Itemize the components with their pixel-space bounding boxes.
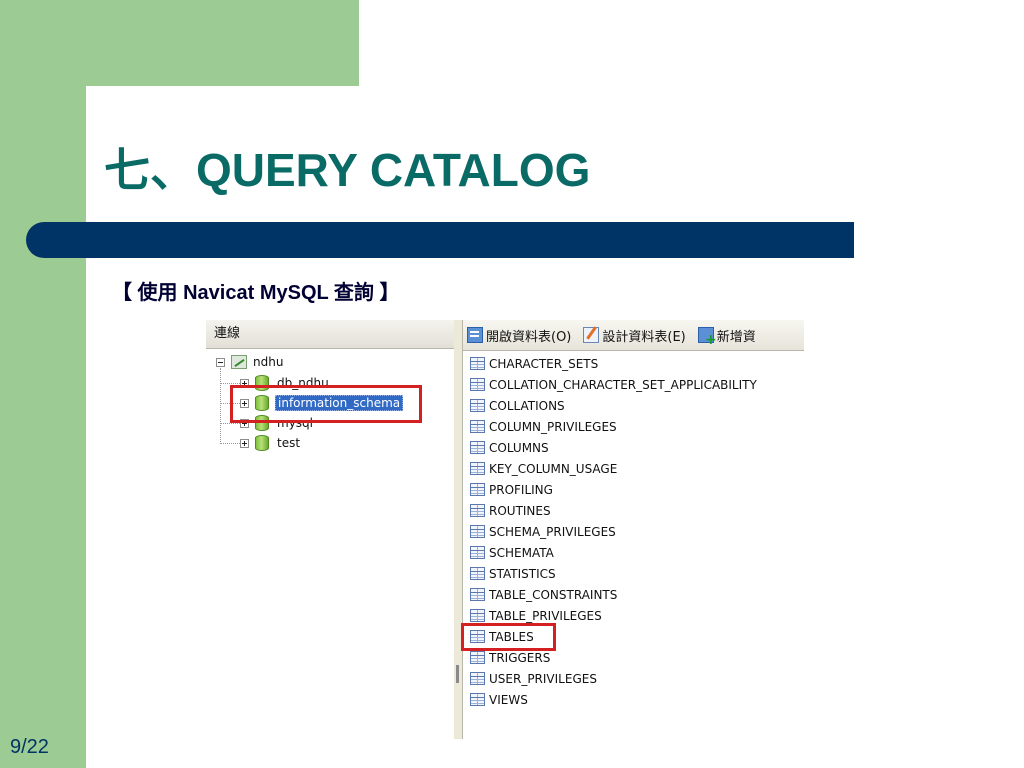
table-name: SCHEMA_PRIVILEGES [489,524,616,539]
table-name: STATISTICS [489,566,556,581]
tree-guide-line [220,443,240,445]
database-label-selected: information_schema [275,395,404,411]
table-item[interactable]: TABLE_PRIVILEGES [470,606,602,625]
table-item[interactable]: ROUTINES [470,501,551,520]
table-icon [470,483,485,496]
expand-toggle-icon[interactable] [240,398,249,408]
object-toolbar: 開啟資料表(O) 設計資料表(E) 新增資 [463,320,804,351]
table-item[interactable]: TABLE_CONSTRAINTS [470,585,617,604]
table-icon [470,357,485,370]
database-label: db_ndhu [277,376,329,390]
table-item[interactable]: PROFILING [470,480,553,499]
open-table-button[interactable]: 開啟資料表(O) [467,326,571,345]
database-icon [255,395,269,411]
table-icon [470,420,485,433]
tree-item-database[interactable]: db_ndhu [240,373,331,393]
object-pane: 開啟資料表(O) 設計資料表(E) 新增資 CHARACTER_SETS COL… [461,320,804,739]
top-green-band [0,0,359,86]
database-icon [255,375,269,391]
table-name: ROUTINES [489,503,551,518]
table-icon [470,630,485,643]
table-icon [470,693,485,706]
database-icon [255,435,269,451]
table-name: COLUMN_PRIVILEGES [489,419,617,434]
slide-subtitle: 【 使用 Navicat MySQL 查詢 】 [112,282,400,304]
title-underline-bar [26,222,854,258]
connection-label: ndhu [253,355,284,369]
table-name: COLUMNS [489,440,549,455]
table-icon [470,567,485,580]
table-item[interactable]: COLUMNS [470,438,549,457]
left-green-band [0,0,86,768]
database-icon [255,415,269,431]
table-icon [470,399,485,412]
table-name: CHARACTER_SETS [489,356,599,371]
table-item[interactable]: SCHEMATA [470,543,554,562]
table-icon [470,588,485,601]
new-table-icon [697,327,717,348]
table-name: TRIGGERS [489,650,551,665]
open-table-label: 開啟資料表(O) [486,329,572,345]
table-item[interactable]: CHARACTER_SETS [470,354,598,373]
tree-guide-line [220,423,240,425]
expand-toggle-icon[interactable] [240,438,249,448]
table-icon [470,651,485,664]
open-table-icon [467,327,483,343]
table-item[interactable]: USER_PRIVILEGES [470,669,597,688]
new-table-button[interactable]: 新增資 [697,326,756,348]
table-name: VIEWS [489,692,528,707]
table-icon [470,504,485,517]
slide-title: 七、QUERY CATALOG [104,144,591,196]
table-item[interactable]: COLLATION_CHARACTER_SET_APPLICABILITY [470,375,757,394]
tree-item-database[interactable]: test [240,433,302,453]
table-item[interactable]: TRIGGERS [470,648,550,667]
tree-item-database[interactable]: information_schema [240,393,404,413]
table-name: PROFILING [489,482,553,497]
new-table-label: 新增資 [716,329,756,345]
table-item[interactable]: KEY_COLUMN_USAGE [470,459,617,478]
table-icon [470,672,485,685]
table-name: TABLES [489,629,534,644]
connection-pane-header: 連線 [206,320,454,349]
connection-icon [231,355,247,369]
pane-splitter[interactable] [454,320,463,739]
splitter-grip-icon[interactable] [456,665,459,683]
table-item[interactable]: VIEWS [470,690,528,709]
table-name: TABLE_PRIVILEGES [489,608,602,623]
table-item[interactable]: TABLES [470,627,534,646]
table-name: USER_PRIVILEGES [489,671,597,686]
table-icon [470,609,485,622]
tree-guide-line [220,368,222,444]
table-name: KEY_COLUMN_USAGE [489,461,618,476]
table-icon [470,546,485,559]
expand-toggle-icon[interactable] [240,378,249,388]
table-item[interactable]: SCHEMA_PRIVILEGES [470,522,616,541]
database-label: mysql [277,416,313,430]
tree-item-database[interactable]: mysql [240,413,315,433]
design-table-button[interactable]: 設計資料表(E) [583,326,686,345]
database-label: test [277,436,301,450]
table-item[interactable]: STATISTICS [470,564,556,583]
table-name: COLLATION_CHARACTER_SET_APPLICABILITY [489,377,757,392]
tree-guide-line [220,383,240,385]
tree-item-connection[interactable]: ndhu [216,352,285,372]
design-table-icon [583,327,600,343]
table-name: COLLATIONS [489,398,565,413]
table-icon [470,525,485,538]
table-name: SCHEMATA [489,545,554,560]
page-number: 9/22 [10,736,49,758]
design-table-label: 設計資料表(E) [602,329,686,345]
tree-guide-line [220,403,240,405]
navicat-window: 連線 ndhu db_ndhu information_schema [206,320,804,739]
table-name: TABLE_CONSTRAINTS [489,587,618,602]
expand-toggle-icon[interactable] [240,418,249,428]
table-icon [470,462,485,475]
table-icon [470,441,485,454]
collapse-toggle-icon[interactable] [216,357,225,367]
table-icon [470,378,485,391]
table-item[interactable]: COLUMN_PRIVILEGES [470,417,617,436]
table-item[interactable]: COLLATIONS [470,396,565,415]
connection-pane: 連線 ndhu db_ndhu information_schema [206,320,455,739]
